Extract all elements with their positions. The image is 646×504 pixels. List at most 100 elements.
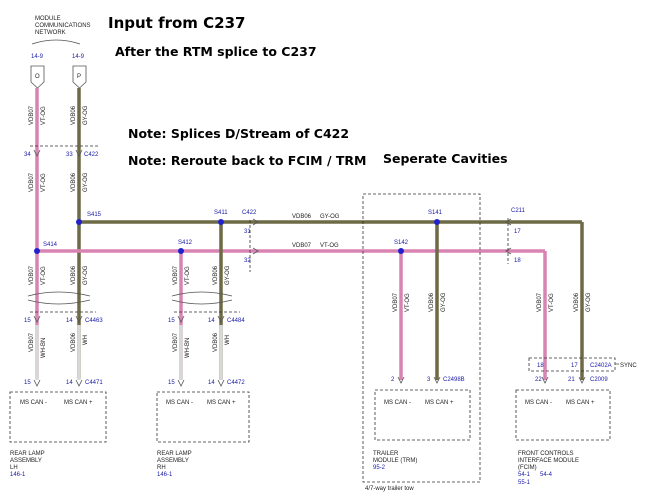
- fcim-sync-label: SYNC: [620, 363, 637, 369]
- label-vdb06-fcim: VDB06: [574, 292, 580, 312]
- network-bracket: [31, 39, 81, 45]
- c422-right-pin-bottom: 32: [244, 258, 251, 264]
- splice-s411-label: S411: [214, 210, 228, 216]
- c422-top-pin-left-chevron: [33, 149, 41, 157]
- label-wh-rh: WH: [225, 335, 231, 345]
- label-vt-og-fcim: VT-OG: [549, 293, 555, 312]
- label-gy-og-rh: GY-OG: [225, 265, 231, 285]
- c4484-chevron-left: [177, 315, 185, 323]
- fcim-pin-right: 21: [568, 377, 575, 383]
- label-vdb06-mid: VDB06: [71, 172, 77, 192]
- network-arrow-o: [30, 65, 45, 89]
- trm-pin-left: 2: [391, 377, 395, 383]
- rh-chevron-right: [217, 379, 225, 387]
- network-label-1: MODULE: [35, 16, 61, 22]
- lh-name-3: LH: [10, 465, 18, 471]
- splice-s141-label: S141: [428, 210, 443, 216]
- fcim-ref-b: 54-4: [540, 472, 553, 478]
- rh-chevron-left: [177, 379, 185, 387]
- c4484-pin-right: 14: [208, 318, 215, 324]
- c422-right-chevron-bottom: [252, 247, 259, 255]
- label-wh-bn-lh: WH-BN: [41, 338, 47, 358]
- splice-s412-label: S412: [178, 240, 193, 246]
- twist-rh-bottom: [171, 299, 233, 305]
- rh-connector: C4472: [227, 380, 245, 386]
- c422-top-name: C422: [84, 152, 99, 158]
- c422-top-pin-right-chevron: [75, 149, 83, 157]
- label-vdb07-bus: VDB07: [292, 243, 312, 249]
- fcim-name-2: INTERFACE MODULE: [518, 458, 579, 464]
- c4463-chevron-right: [75, 315, 83, 323]
- trm-can-plus: MS CAN +: [425, 400, 454, 406]
- c4463-name: C4463: [85, 318, 103, 324]
- label-gy-og-top: GY-OG: [83, 105, 89, 125]
- label-vdb06-trm: VDB06: [429, 292, 435, 312]
- splice-s142-label: S142: [394, 240, 409, 246]
- lh-pin-right: 14: [66, 380, 73, 386]
- lh-module-box: [9, 391, 107, 443]
- label-wh-lh: WH: [83, 335, 89, 345]
- wire-labels-top: VDB07 VT-OG VDB06 GY-OG: [29, 105, 89, 125]
- note-input: Input from C237: [108, 14, 245, 32]
- wire-labels-rh: VDB07 VT-OG VDB06 GY-OG VDB07 WH-BN VDB0…: [173, 265, 231, 358]
- label-gy-og-lh: GY-OG: [83, 265, 89, 285]
- c422-right-name: C422: [242, 210, 257, 216]
- trm-outer-dashed-box: [362, 193, 481, 483]
- c211-pin-bottom: 18: [514, 258, 521, 264]
- lh-name-2: ASSEMBLY: [10, 458, 42, 464]
- label-vdb06-rh-bottom: VDB06: [213, 332, 219, 352]
- c422-right-pin-top: 31: [244, 229, 251, 235]
- c4484-name: C4484: [227, 318, 245, 324]
- rh-pin-right: 14: [208, 380, 215, 386]
- rh-module-box: [156, 391, 250, 443]
- twist-rh-top: [171, 291, 233, 297]
- c422-right-chevron-top: [252, 218, 259, 226]
- label-vdb07-top: VDB07: [29, 105, 35, 125]
- trm-chevron-right: [433, 376, 441, 384]
- fcim-pin-top-right: 17: [571, 363, 578, 369]
- rh-pin-left: 15: [168, 380, 175, 386]
- trm-name-1: TRAILER: [373, 451, 399, 457]
- trm-ref: 95-2: [373, 465, 386, 471]
- network-pin-right: 14-9: [72, 54, 85, 60]
- splice-s141-dot: [434, 219, 440, 225]
- trm-module-box: [374, 389, 471, 441]
- label-vdb06-lh-bottom: VDB06: [71, 332, 77, 352]
- note-reroute: Note: Reroute back to FCIM / TRM: [128, 153, 366, 168]
- splice-s412-dot: [178, 248, 184, 254]
- module-fcim: 18 17 C2402A SYNC 22 21 C2009 MS CAN - M…: [515, 357, 637, 486]
- lh-can-plus: MS CAN +: [64, 400, 93, 406]
- network-arrow-p: [72, 65, 87, 89]
- rh-can-plus: MS CAN +: [207, 400, 236, 406]
- network-label-2: COMMUNICATIONS: [35, 23, 91, 29]
- lh-pin-left: 15: [24, 380, 31, 386]
- label-vt-og-mid: VT-OG: [41, 173, 47, 192]
- rh-name-3: RH: [157, 465, 166, 471]
- fcim-c2402a-box: [528, 357, 616, 372]
- lh-chevron-right: [75, 379, 83, 387]
- wire-labels-mid: VDB07 VT-OG VDB06 GY-OG: [29, 172, 89, 192]
- network-arrow-p-label: P: [77, 74, 81, 80]
- lh-can-minus: MS CAN -: [20, 400, 47, 406]
- fcim-connector-bottom: C2009: [590, 377, 608, 383]
- lh-name-1: REAR LAMP: [10, 451, 45, 457]
- label-gy-og-fcim: GY-OG: [586, 292, 592, 312]
- c4463-chevron-left: [33, 315, 41, 323]
- splice-s142-dot: [398, 248, 404, 254]
- note-separate: Seperate Cavities: [383, 151, 508, 166]
- label-gy-og-trm: GY-OG: [441, 292, 447, 312]
- fcim-name-1: FRONT CONTROLS: [518, 451, 574, 457]
- label-vdb07-fcim: VDB07: [537, 292, 543, 312]
- module-rear-lamp-lh: 15 14 C4471 MS CAN - MS CAN + REAR LAMP …: [9, 379, 107, 478]
- label-vdb06-rh: VDB06: [213, 265, 219, 285]
- module-rear-lamp-rh: 15 14 C4472 MS CAN - MS CAN + REAR LAMP …: [156, 379, 250, 478]
- trm-can-minus: MS CAN -: [384, 400, 411, 406]
- c4463-pin-left: 15: [24, 318, 31, 324]
- wire-labels-lh-lower: VDB07 VT-OG VDB06 GY-OG VDB07 WH-BN VDB0…: [29, 265, 89, 358]
- twist-lh-top: [27, 291, 91, 297]
- splice-s414-label: S414: [43, 242, 58, 248]
- splice-s415-label: S415: [87, 212, 102, 218]
- splice-s411-dot: [218, 219, 224, 225]
- c211-name: C211: [511, 208, 526, 214]
